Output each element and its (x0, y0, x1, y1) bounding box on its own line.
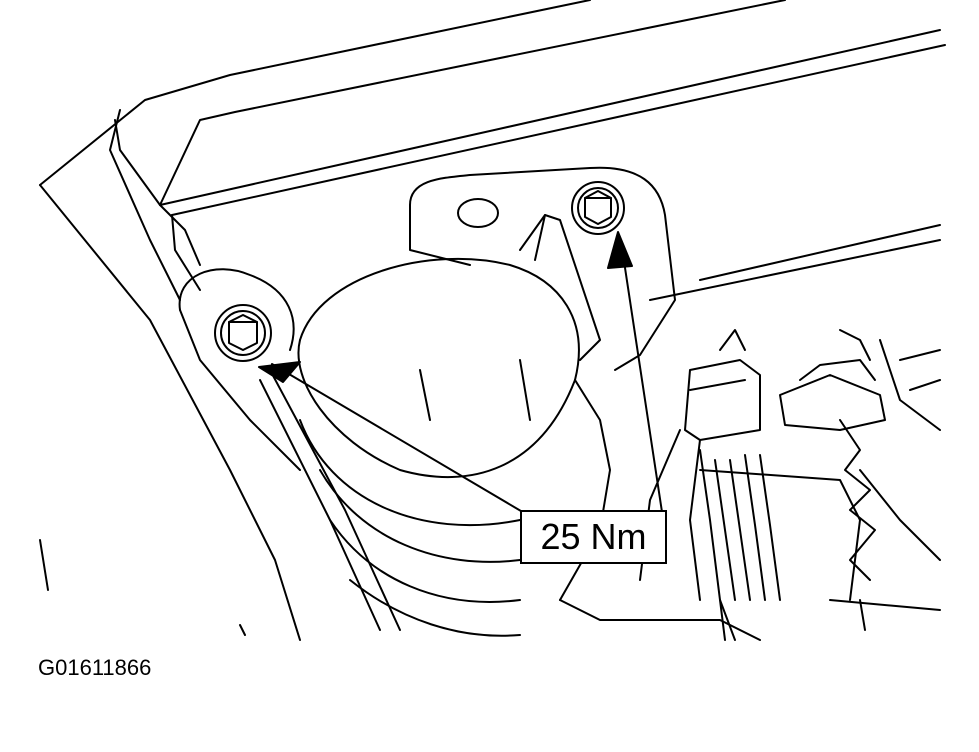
arrow-icon (258, 361, 527, 515)
upper-housing (39, 0, 946, 641)
arrow-icon (607, 231, 663, 513)
figure-id-label: G01611866 (38, 655, 152, 680)
bolt-icon (571, 181, 625, 235)
bolt-icon (214, 304, 272, 362)
starter-solenoid-body (297, 257, 611, 637)
connector-assembly (559, 224, 941, 641)
torque-callout: 25 Nm (520, 510, 667, 564)
lower-structure (39, 369, 401, 636)
torque-label: 25 Nm (540, 516, 647, 557)
mounting-bracket (178, 166, 676, 471)
